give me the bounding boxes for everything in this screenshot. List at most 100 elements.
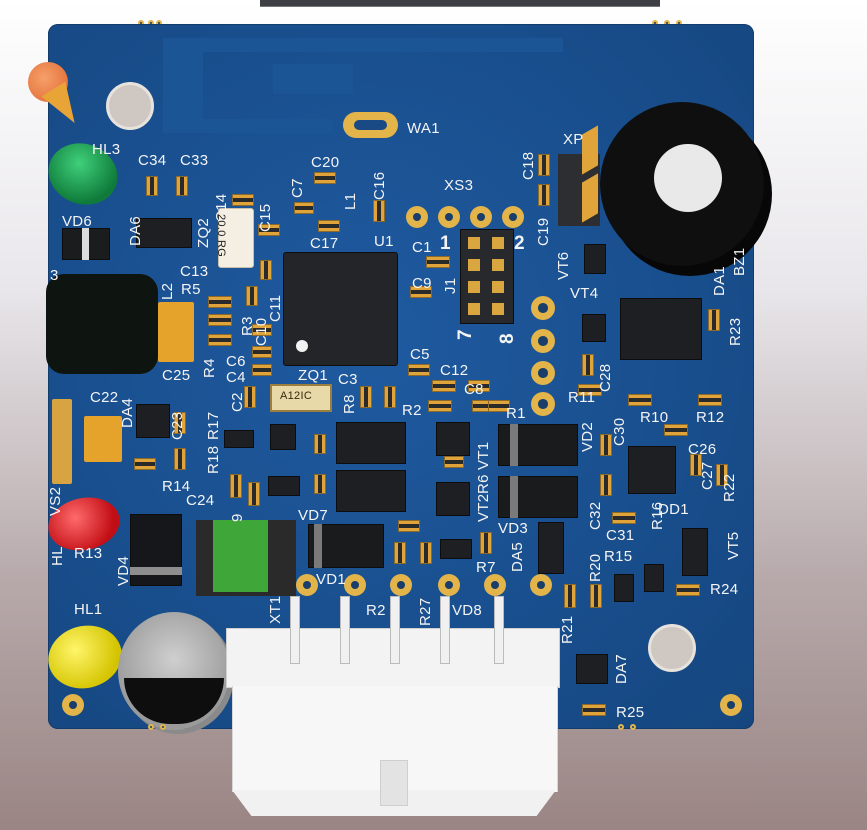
label-c4: C4 xyxy=(226,369,246,386)
label-zq1: ZQ1 xyxy=(298,367,329,384)
c6-cap xyxy=(252,346,272,358)
c25-capacitor xyxy=(158,302,194,362)
xt1-pad-3 xyxy=(390,574,412,596)
vd4-band xyxy=(130,567,182,575)
label-vt1: VT1 xyxy=(475,441,492,470)
vt-small-2 xyxy=(224,430,254,448)
r14-res xyxy=(134,458,156,470)
c15-cap xyxy=(258,224,280,236)
label-vt2: VT2 xyxy=(475,493,492,522)
r7-res xyxy=(480,532,492,554)
c20-cap xyxy=(314,172,336,184)
label-c8: C8 xyxy=(464,381,484,398)
vt-small-1 xyxy=(270,424,296,450)
xt1-pin-5 xyxy=(494,596,504,664)
label-r17: R17 xyxy=(205,411,222,440)
da7-chip xyxy=(576,654,608,684)
label-c2: C2 xyxy=(229,392,246,412)
label-r9: 9 xyxy=(229,513,246,522)
pad-col-4 xyxy=(531,392,555,416)
top-connector xyxy=(260,0,660,7)
antenna-trace-2 xyxy=(163,38,203,133)
label-c10: C10 xyxy=(253,317,270,346)
extra-pad xyxy=(530,574,552,596)
label-bz1: BZ1 xyxy=(731,247,748,276)
label-r21: R21 xyxy=(559,615,576,644)
label-c26: C26 xyxy=(688,441,717,458)
vt1-transistor xyxy=(436,422,470,456)
c28-cap xyxy=(582,354,594,376)
vt-mosfet-2 xyxy=(336,470,406,512)
label-c16: C16 xyxy=(371,171,388,200)
c10-cap xyxy=(252,324,272,336)
c1-cap xyxy=(426,256,450,268)
label-xs3: XS3 xyxy=(444,177,474,194)
r24-res xyxy=(676,584,700,596)
label-c25: C25 xyxy=(162,367,191,384)
r16-transistor xyxy=(644,564,664,592)
c7-cap xyxy=(294,202,314,214)
label-da1: DA1 xyxy=(711,265,728,296)
corner-pad-br xyxy=(720,694,742,716)
j1-pin xyxy=(468,259,480,271)
c23-cap xyxy=(174,412,186,434)
label-hl1: HL1 xyxy=(74,601,103,618)
j1-pin xyxy=(468,303,480,315)
c11-cap xyxy=(246,286,258,306)
r27-res xyxy=(420,542,432,564)
j1-pin xyxy=(492,237,504,249)
label-r11: R11 xyxy=(568,389,596,406)
label-u1: U1 xyxy=(374,233,394,250)
c26-cap xyxy=(664,424,688,436)
label-r23: R23 xyxy=(727,317,744,346)
bz1-center xyxy=(654,144,722,212)
c2-cap xyxy=(244,386,256,408)
label-xt1: XT1 xyxy=(267,595,284,624)
c9-cap xyxy=(410,286,432,298)
r8-res xyxy=(360,386,372,408)
c22-capacitor xyxy=(84,416,122,462)
label-r13: R13 xyxy=(74,545,103,562)
label-r6: R6 xyxy=(475,474,492,494)
vd2-band xyxy=(510,424,518,466)
label-da6: DA6 xyxy=(127,215,144,246)
label-l1: L1 xyxy=(342,192,359,210)
label-r16: R16 xyxy=(649,501,666,530)
label-r7: R7 xyxy=(476,559,496,576)
green-inductor-core xyxy=(213,520,268,592)
label-c20: C20 xyxy=(311,154,340,171)
vt-res-2 xyxy=(314,474,326,494)
label-r12: R12 xyxy=(696,409,725,426)
c5-cap xyxy=(408,364,430,376)
label-c18: C18 xyxy=(520,151,537,180)
label-r25: R25 xyxy=(616,704,645,721)
c14-cap xyxy=(232,194,254,206)
label-c34: C34 xyxy=(138,152,167,169)
label-j1: J1 xyxy=(442,277,459,294)
label-hl2: HL xyxy=(49,546,66,566)
label-vd6: VD6 xyxy=(62,213,93,230)
r11-res xyxy=(578,384,602,396)
r1-res xyxy=(488,400,510,412)
vt4-transistor xyxy=(582,314,606,342)
r18-res xyxy=(174,448,186,470)
j1-pin xyxy=(468,237,480,249)
vd7-band xyxy=(314,524,322,568)
label-r2: R2 xyxy=(402,402,422,419)
da5-chip xyxy=(538,522,564,574)
vd6-band xyxy=(82,228,89,260)
antenna-trace xyxy=(163,38,563,52)
label-c24: C24 xyxy=(186,492,215,509)
label-r10: R10 xyxy=(640,409,669,426)
label-r18: R18 xyxy=(205,445,222,474)
label-da5: DA5 xyxy=(509,541,526,572)
label-vd3: VD3 xyxy=(498,520,529,537)
label-hl3: HL3 xyxy=(92,141,121,158)
label-da4: DA4 xyxy=(119,397,136,428)
label-pin-8: 8 xyxy=(497,333,518,344)
label-r5: R5 xyxy=(181,281,201,298)
da1-chip xyxy=(620,298,702,360)
xt1-pin-2 xyxy=(340,596,350,664)
r23-res xyxy=(708,309,720,331)
